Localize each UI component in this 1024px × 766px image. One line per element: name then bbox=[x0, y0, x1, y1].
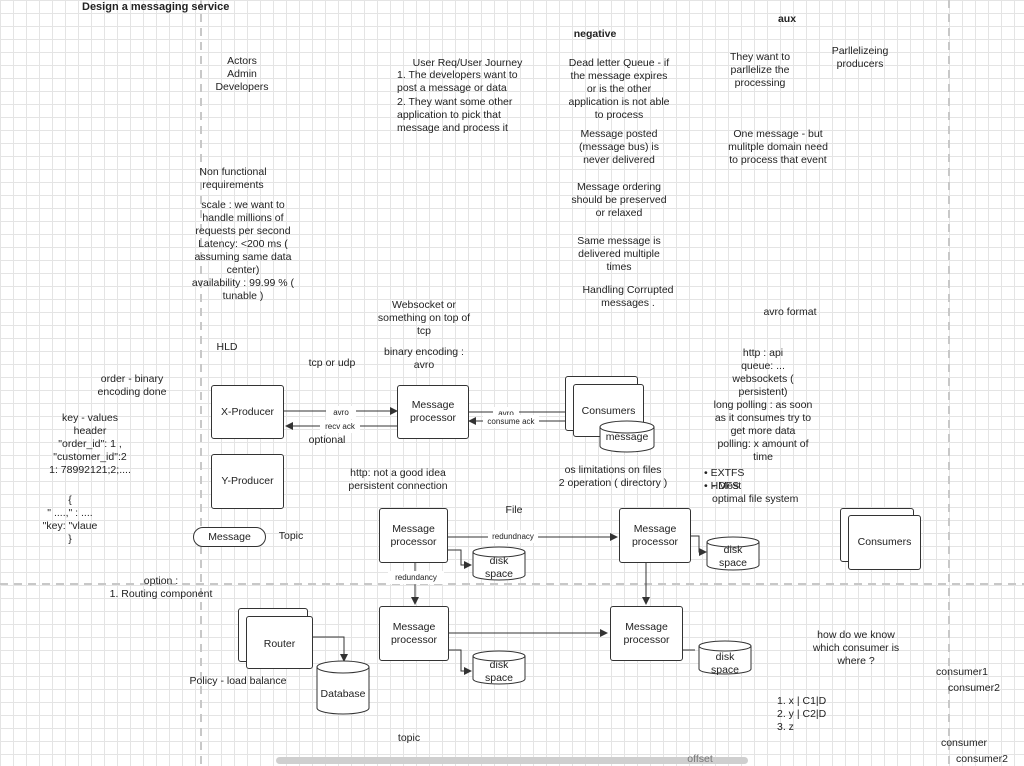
edge-router-db bbox=[306, 636, 348, 662]
horizontal-scrollbar[interactable] bbox=[276, 757, 748, 764]
database-cylinder bbox=[316, 660, 370, 715]
negative-label: negative bbox=[573, 28, 617, 40]
note-fs-optimal: - Most optimal file system bbox=[712, 480, 799, 505]
label-consumer2: consumer2 bbox=[948, 682, 1000, 694]
aux-producers: Parllelizeing producers bbox=[831, 45, 889, 70]
note-hld: HLD bbox=[216, 341, 238, 353]
consumers-box-right[interactable]: Consumers bbox=[848, 515, 921, 570]
note-file: File bbox=[505, 504, 523, 516]
note-optional: optional bbox=[308, 434, 346, 446]
disk-cylinder-4 bbox=[698, 640, 752, 675]
note-fs-list: • EXTFS • HDFS bbox=[704, 467, 745, 492]
router-box[interactable]: Router bbox=[246, 616, 313, 669]
note-how-know: how do we know which consumer is where ? bbox=[812, 629, 900, 667]
note-order-binary: order - binary encoding done bbox=[97, 373, 167, 398]
journey-item-1: 1. The developers want to post a message… bbox=[397, 69, 518, 94]
disk-label-2: disk space bbox=[718, 544, 748, 569]
note-mapping: 1. x | C1|D 2. y | C2|D 3. z bbox=[777, 695, 827, 733]
note-key-values: key - values header "order_id": 1 , "cus… bbox=[49, 412, 131, 476]
edge-to-disk-2 bbox=[689, 535, 707, 556]
disk-label-4: disk space bbox=[710, 651, 740, 676]
note-os-limits: os limitations on files 2 operation ( di… bbox=[558, 464, 668, 489]
note-option: option : 1. Routing component bbox=[109, 575, 213, 600]
label-consumer2-b: consumer2 bbox=[956, 753, 1008, 765]
topic-label: Topic bbox=[278, 530, 304, 542]
note-avro-format: avro format bbox=[763, 306, 817, 318]
message-processor-r2-right[interactable]: Message processor bbox=[610, 606, 683, 661]
note-topic-bottom: topic bbox=[397, 732, 421, 744]
note-transports: http : api queue: ... websockets ( persi… bbox=[713, 347, 813, 463]
negative-dlq: Dead letter Queue - if the message expir… bbox=[568, 57, 670, 121]
nfr-title: Non functional requirements bbox=[199, 166, 267, 191]
message-processor-r1-left[interactable]: Message processor bbox=[379, 508, 448, 563]
actor-developers: Developers bbox=[215, 81, 269, 93]
x-producer-box[interactable]: X-Producer bbox=[211, 385, 284, 439]
edge-to-disk-3 bbox=[447, 649, 472, 675]
negative-ordering: Message ordering should be preserved or … bbox=[571, 181, 667, 219]
note-http-bad: http: not a good idea persistent connect… bbox=[348, 467, 448, 492]
edge-label-recv-ack: recv ack bbox=[320, 420, 360, 433]
note-tcp-udp: tcp or udp bbox=[308, 357, 356, 369]
negative-same-message: Same message is delivered multiple times bbox=[577, 235, 661, 273]
page-title: Design a messaging service bbox=[82, 1, 230, 13]
label-offset: offset bbox=[687, 753, 713, 765]
journey-title: User Req/User Journey bbox=[412, 57, 523, 69]
edge-label-redundancy: redundancy bbox=[388, 571, 444, 584]
database-label: Database bbox=[320, 688, 366, 700]
message-processor-main[interactable]: Message processor bbox=[397, 385, 469, 439]
aux-parallelize: They want to parllelize the processing bbox=[729, 51, 791, 89]
disk-cylinder-1 bbox=[472, 546, 526, 581]
edge-label-consume-ack: consume ack bbox=[483, 415, 539, 428]
disk-label-3: disk space bbox=[484, 659, 514, 684]
aux-label: aux bbox=[777, 13, 797, 25]
edge-to-disk-1 bbox=[447, 549, 472, 569]
edge-label-redundnacy: redundnacy bbox=[488, 530, 538, 543]
message-processor-r2-left[interactable]: Message processor bbox=[379, 606, 449, 661]
message-processor-r1-right[interactable]: Message processor bbox=[619, 508, 691, 563]
y-producer-box[interactable]: Y-Producer bbox=[211, 454, 284, 509]
note-policy: Policy - load balance bbox=[189, 675, 287, 687]
note-binary-encoding: binary encoding : avro bbox=[384, 346, 464, 371]
negative-corrupted: Handling Corrupted messages . bbox=[582, 284, 674, 309]
negative-never-delivered: Message posted (message bus) is never de… bbox=[579, 128, 659, 166]
disk-label-1: disk space bbox=[484, 555, 514, 580]
disk-cylinder-2 bbox=[706, 536, 760, 571]
disk-cylinder-3 bbox=[472, 650, 526, 685]
nfr-details: scale : we want to handle millions of re… bbox=[191, 199, 295, 302]
message-cylinder-label: message bbox=[605, 431, 649, 443]
actor-admin: Admin bbox=[227, 68, 257, 80]
label-consumer: consumer bbox=[940, 737, 988, 749]
aux-one-message: One message - but mulitple domain need t… bbox=[728, 128, 828, 166]
message-pill[interactable]: Message bbox=[193, 527, 266, 547]
journey-item-2: 2. They want some other application to p… bbox=[397, 96, 513, 134]
note-json: { " ....," : .... "key: "vlaue } bbox=[42, 494, 98, 545]
message-cylinder bbox=[599, 420, 655, 453]
note-websocket: Websocket or something on top of tcp bbox=[377, 299, 471, 337]
edge-label-avro: avro bbox=[326, 406, 356, 419]
actors-label: Actors bbox=[227, 55, 257, 67]
label-consumer1: consumer1 bbox=[936, 666, 988, 678]
